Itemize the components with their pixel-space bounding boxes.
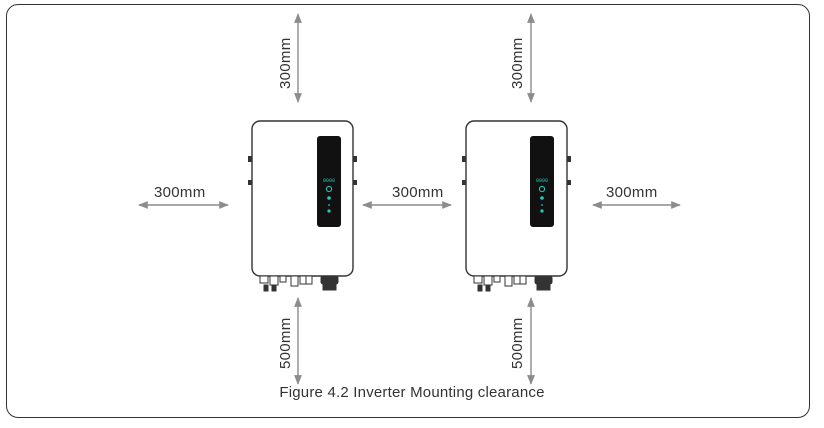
inverter-right-display-text: 0000 [536,178,548,184]
inverter-left-side-tab-left [248,156,252,162]
inverter-left-alarm-led [327,209,331,213]
top-right-clearance-label: 300mm [509,37,526,89]
inverter-right-alarm-led [540,209,544,213]
inverter-left-display-text: 0000 [323,178,335,184]
inverter-left-side-tab-right [353,156,357,162]
inverter-left-comm-led [328,204,330,206]
inverter-left-side-tab-left-2 [248,180,252,185]
figure-caption: Figure 4.2 Inverter Mounting clearance [279,384,545,401]
inverter-left-display-panel [317,136,341,227]
right-clearance-label: 300mm [606,184,658,201]
inverter-right-comm-led [541,204,543,206]
figure-frame [6,4,810,418]
bottom-left-clearance-label: 500mm [277,317,294,369]
inverter-left-connectors [259,275,339,292]
bottom-right-clearance-label: 500mm [509,317,526,369]
inverter-right-side-tab-right [567,156,571,162]
inverter-right-connectors [473,275,553,292]
inverter-left-power-led [325,185,333,193]
left-clearance-label: 300mm [154,184,206,201]
inverter-left: 0000 [248,120,357,292]
inverter-right-side-tab-right-2 [567,180,571,185]
inverter-right: 0000 [462,120,571,292]
middle-clearance-label: 300mm [392,184,444,201]
inverter-right-display-panel [530,136,554,227]
inverter-left-status-led [327,196,331,200]
inverter-right-side-tab-left-2 [462,180,466,185]
inverter-right-power-led [538,185,546,193]
inverter-right-side-tab-left [462,156,466,162]
top-left-clearance-label: 300mm [277,37,294,89]
inverter-right-status-led [540,196,544,200]
inverter-left-side-tab-right-2 [353,180,357,185]
